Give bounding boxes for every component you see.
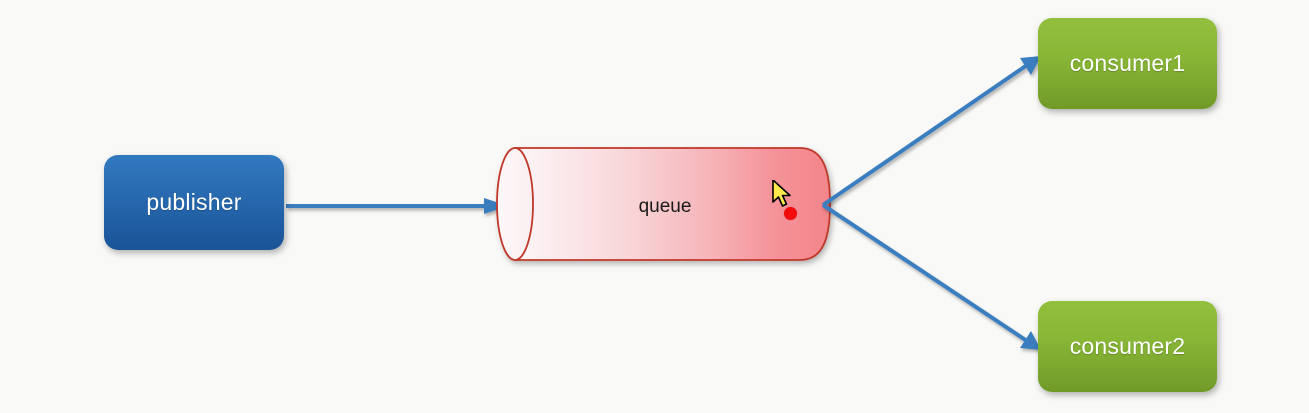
arrowhead-icon (1020, 56, 1041, 75)
node-consumer2-label: consumer2 (1069, 333, 1186, 359)
node-publisher[interactable]: publisher (104, 155, 284, 250)
edge-publisher-to-queue (286, 198, 508, 214)
edge-queue-to-consumer2 (821, 203, 1041, 350)
cylinder-left-cap (496, 147, 534, 261)
node-consumer1-label: consumer1 (1069, 50, 1186, 76)
node-consumer2-label-wrap: consumer2 (1038, 301, 1217, 392)
edge-queue-to-consumer1 (821, 56, 1041, 207)
arrowhead-icon (484, 198, 508, 214)
node-consumer2[interactable]: consumer2 (1038, 301, 1217, 392)
queue-cylinder-shape[interactable] (496, 147, 831, 261)
node-consumer1[interactable]: consumer1 (1038, 18, 1217, 109)
message-dot-indicator (784, 207, 797, 220)
arrowhead-icon (1020, 331, 1041, 350)
node-publisher-label: publisher (146, 189, 242, 215)
node-publisher-label-wrap: publisher (104, 155, 284, 250)
node-consumer1-label-wrap: consumer1 (1038, 18, 1217, 109)
